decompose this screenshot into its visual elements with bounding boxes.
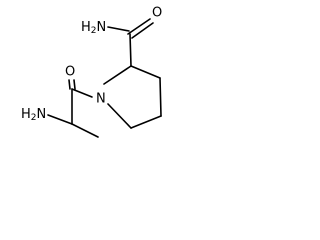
bond-c2-c3 [130,65,161,79]
bond-n1-acyl-c [71,88,93,98]
bond-amide-c-c2 [129,33,132,67]
bond-acyl-c-o-2 [73,79,76,90]
bond-alpha-amine [47,114,73,125]
bond-c2-n1 [103,65,132,85]
bond-amide-c-o-1 [127,18,151,35]
bond-acyl-c-o-1 [68,79,71,90]
atom-amide-o: O [152,6,162,21]
atom-amine-nh2: H2N [21,107,46,123]
bond-amide-c-o-2 [131,22,154,39]
bond-c4-c5 [130,115,162,129]
bond-amide-c-n [107,26,130,32]
atom-acyl-o: O [65,65,75,80]
structure-canvas: H2N O O N H2N [0,0,187,179]
bond-c3-c4 [159,77,162,117]
atom-labels: H2N O O N H2N [21,6,162,123]
bonds [47,18,162,138]
atom-ring-n: N [96,92,106,107]
bond-alpha-methyl [71,123,99,138]
atom-amide-nh2: H2N [81,20,106,36]
bond-c5-n1 [107,103,132,129]
molecule-structure: H2N O O N H2N [21,6,162,138]
